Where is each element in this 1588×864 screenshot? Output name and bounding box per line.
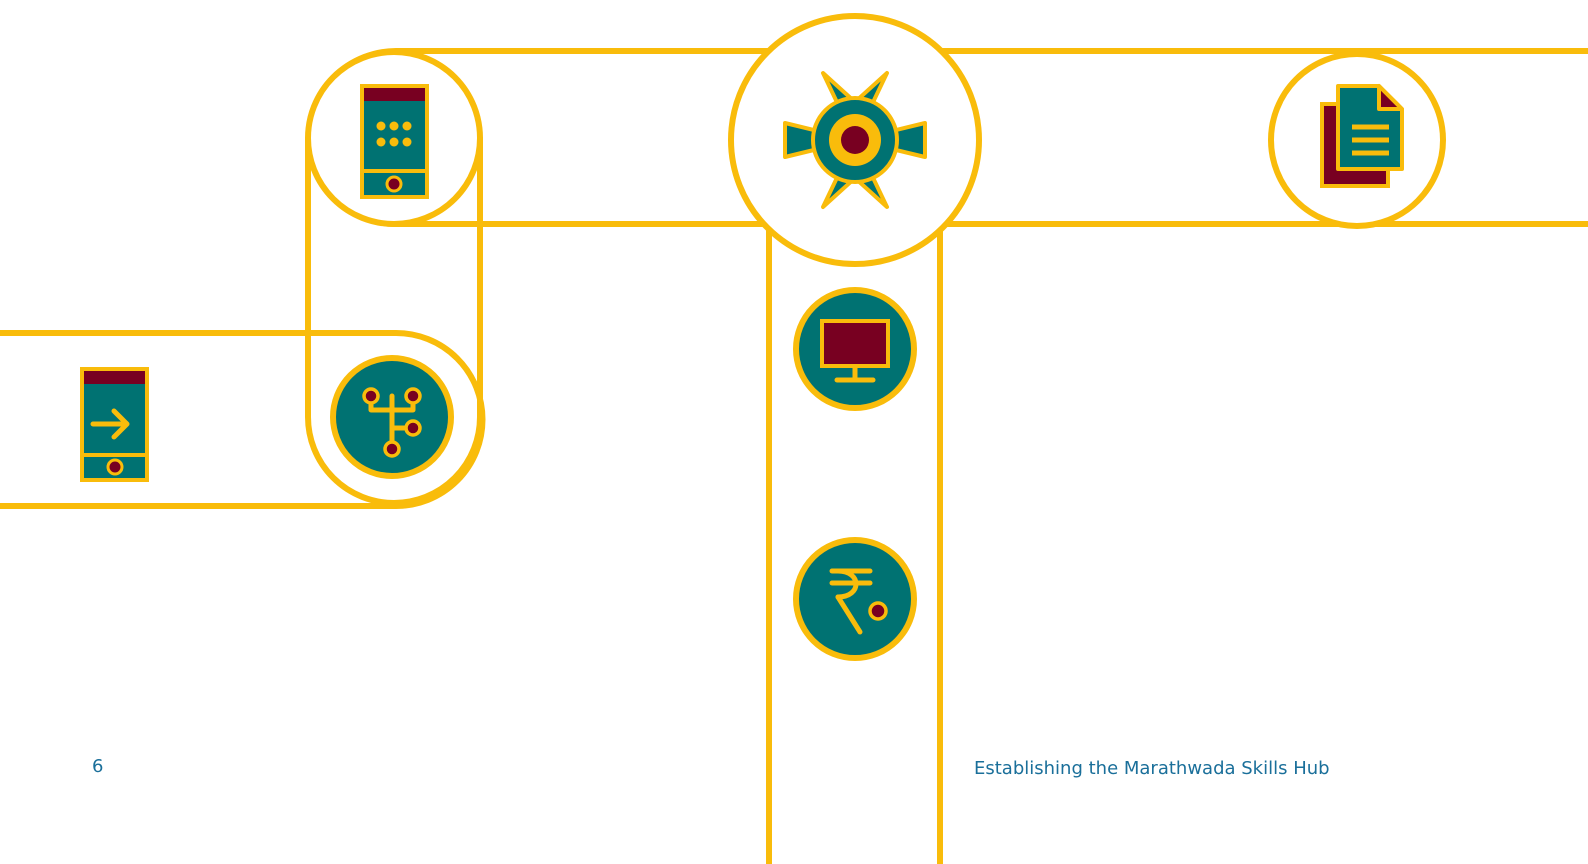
gear-icon [728, 13, 982, 267]
rupee-icon [793, 537, 917, 661]
running-title: Establishing the Marathwada Skills Hub [974, 758, 1330, 779]
horizontal-band-left [0, 330, 486, 509]
page-number: 6 [92, 756, 104, 777]
vertical-band-left [305, 137, 483, 506]
monitor-icon [793, 287, 917, 411]
documents-icon [1268, 51, 1446, 229]
tablet-arrow-icon [80, 367, 149, 482]
vertical-band-center [766, 130, 943, 864]
tablet-grid-icon [305, 49, 483, 227]
network-icon [330, 355, 454, 479]
